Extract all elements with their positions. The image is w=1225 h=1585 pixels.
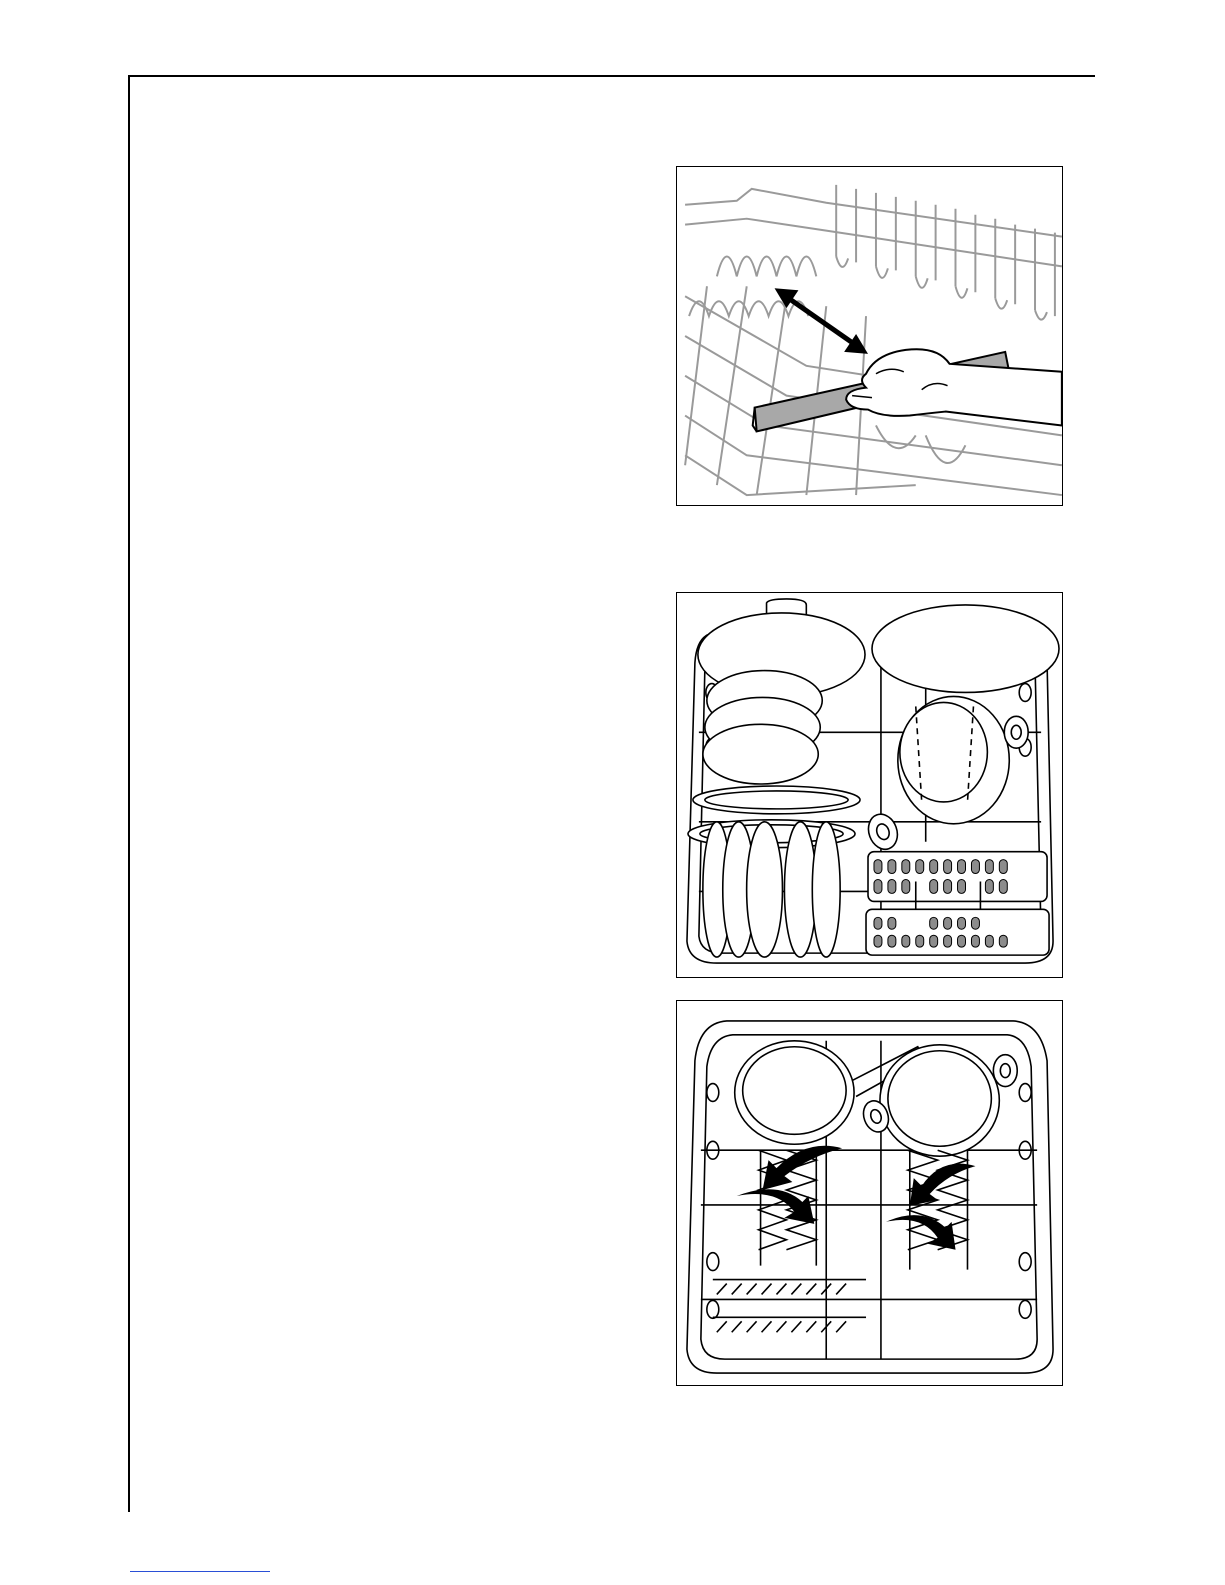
- plates-pot-cutlery-illustration: [677, 593, 1062, 977]
- pots-fold-arrows-illustration: [677, 1001, 1062, 1385]
- figure-upper-basket: [676, 592, 1063, 978]
- page-frame-top-rule: [128, 75, 1095, 77]
- footer-link-underline[interactable]: [130, 1570, 270, 1572]
- figure-rack-adjust: [676, 166, 1063, 506]
- rack-handle-arrow-illustration: [677, 167, 1062, 505]
- figure-lower-basket: [676, 1000, 1063, 1386]
- page-frame-left-rule: [128, 75, 130, 1512]
